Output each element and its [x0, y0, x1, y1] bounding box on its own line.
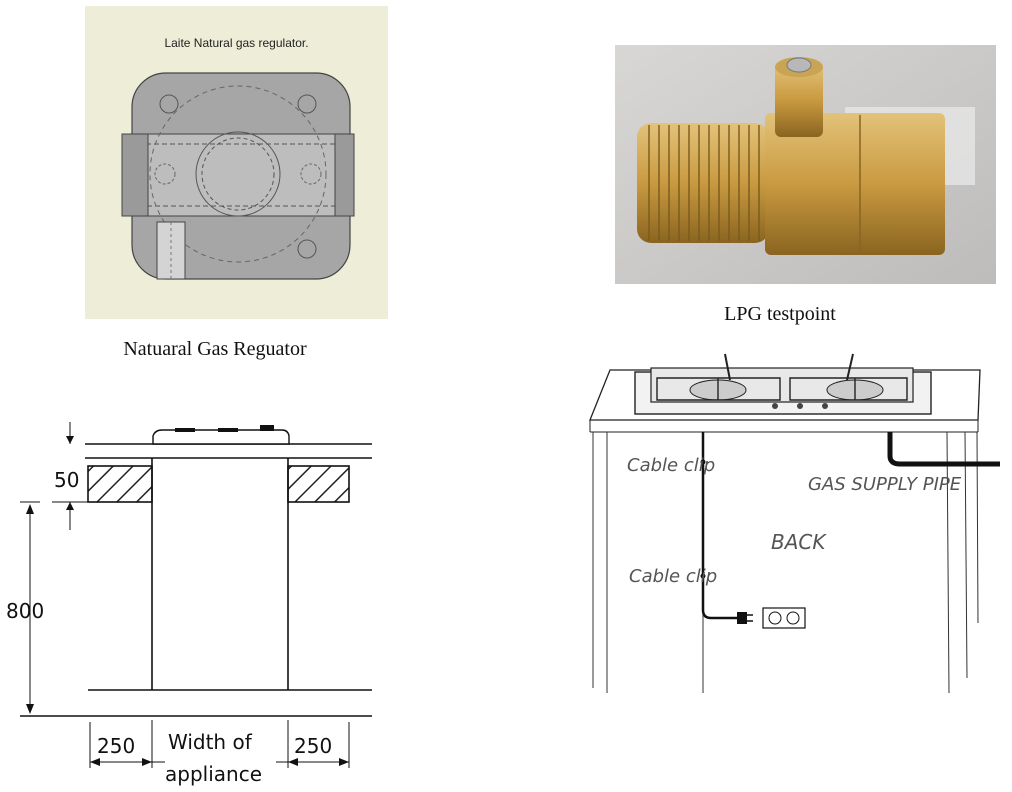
regulator-pipe-right-end	[334, 133, 355, 217]
hob-outline	[152, 429, 290, 445]
test-nipple	[775, 63, 823, 137]
cable-clip-1	[700, 459, 706, 465]
testpoint-photo	[615, 45, 996, 284]
hex-body	[765, 113, 945, 255]
testpoint-illustration	[615, 45, 996, 284]
dim-top-gap: 50	[54, 468, 79, 492]
hatched-block-left	[87, 465, 153, 503]
cable-clip-label-1: Cable clip	[627, 455, 715, 476]
side-hole-left	[154, 163, 176, 185]
regulator-outer-dashed	[149, 85, 327, 263]
test-screw	[786, 57, 812, 73]
dim-width-label-2: appliance	[165, 762, 262, 786]
back-label: BACK	[771, 530, 827, 554]
cable-clip-2	[700, 573, 706, 579]
regulator-caption: Natuaral Gas Reguator	[123, 338, 307, 360]
regulator-drawing	[121, 72, 355, 280]
power-cable	[701, 432, 737, 620]
plug	[737, 612, 747, 624]
dim-width-label-1: Width of	[168, 730, 253, 754]
bolt-hole-tr	[297, 94, 317, 114]
regulator-title: Laite Natural gas regulator.	[164, 36, 309, 50]
bolt-hole-tl	[159, 94, 179, 114]
hatched-block-right	[287, 465, 350, 503]
gas-supply-pipe-label: GAS SUPPLY PIPE	[808, 474, 962, 495]
cable-clip-label-2: Cable clip	[629, 566, 717, 587]
side-hole-right	[300, 163, 322, 185]
dim-height: 800	[6, 599, 44, 623]
regulator-pipe-left-end	[121, 133, 149, 217]
installation-diagram: Cable clip Cable clip GAS SUPPLY PIPE BA…	[589, 353, 1000, 694]
regulator-pipe	[121, 133, 355, 217]
regulator-drawing-panel: Laite Natural gas regulator.	[85, 6, 388, 319]
clearance-diagram: 50 800 250 250 Width of appliance	[6, 422, 372, 786]
testpoint-caption: LPG testpoint	[724, 303, 836, 325]
regulator-center-ring-dashed	[201, 137, 275, 211]
regulator-center-ring	[195, 131, 281, 217]
gas-supply-pipe	[887, 432, 1000, 467]
bolt-hole-br	[297, 239, 317, 259]
double-socket	[762, 607, 806, 629]
dim-left-gap: 250	[97, 734, 135, 758]
dim-right-gap: 250	[294, 734, 332, 758]
